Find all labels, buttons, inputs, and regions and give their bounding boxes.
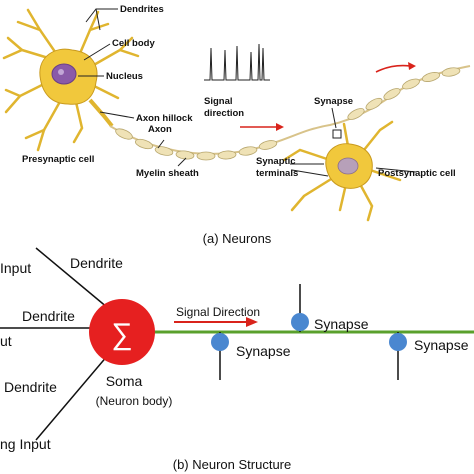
label-axon: Axon <box>148 124 172 135</box>
action-potential-trace <box>204 43 270 81</box>
label-nucleus: Nucleus <box>106 71 143 82</box>
myelin-sheath <box>115 67 461 161</box>
soma-label: Soma <box>106 373 143 389</box>
input-label-middle: ut <box>0 333 12 349</box>
label-direction: direction <box>204 108 244 119</box>
synapse-dot-3 <box>389 333 407 351</box>
dendrite-label-middle: Dendrite <box>22 308 75 324</box>
dendrite-label-bottom: Dendrite <box>4 379 57 395</box>
soma-sublabel: (Neuron body) <box>96 394 173 408</box>
signal-direction-arrow-top <box>240 123 284 131</box>
presynaptic-dendrites <box>2 8 140 152</box>
label-leader-lines <box>78 8 417 177</box>
label-axon-hillock: Axon hillock <box>136 113 193 124</box>
input-label-top: Input <box>0 260 31 276</box>
label-myelin-sheath: Myelin sheath <box>136 168 199 179</box>
summation-symbol: ∑ <box>111 318 132 351</box>
nucleolus <box>58 69 64 75</box>
label-dendrites: Dendrites <box>120 4 164 15</box>
synapse-label-1: Synapse <box>314 316 369 332</box>
label-synapse-top: Synapse <box>314 96 353 107</box>
label-presynaptic-cell: Presynaptic cell <box>22 154 94 165</box>
synapse-dot-1 <box>291 313 309 331</box>
label-signal: Signal <box>204 96 233 107</box>
axon-hillock <box>88 98 114 128</box>
dendrite-label-top: Dendrite <box>70 255 123 271</box>
label-cell-body: Cell body <box>112 38 155 49</box>
synapse-highlight-box <box>332 129 342 139</box>
soma-circle <box>89 299 155 365</box>
synapse-label-2: Synapse <box>236 343 291 359</box>
neuron-structure-diagram: ∑ Input ut ng Input Dendrite Dendrite De… <box>0 247 474 472</box>
biological-neuron-illustration: Dendrites Cell body Nucleus Axon hillock… <box>2 4 471 246</box>
postsynaptic-nucleus <box>337 157 359 175</box>
synapse-dot-2 <box>211 333 229 351</box>
input-label-bottom: ng Input <box>0 436 51 452</box>
signal-direction-arrow-upper-right <box>375 62 416 73</box>
signal-direction-label: Signal Direction <box>176 305 260 319</box>
dendrite-lines <box>0 247 109 441</box>
synapse-label-3: Synapse <box>414 337 469 353</box>
presynaptic-nucleus <box>51 63 77 85</box>
postsynaptic-dendrites <box>282 120 402 222</box>
label-synaptic: Synaptic <box>256 156 296 167</box>
caption-neuron-structure: (b) Neuron Structure <box>173 457 292 472</box>
caption-neurons: (a) Neurons <box>203 231 272 246</box>
label-postsynaptic-cell: Postsynaptic cell <box>378 168 456 179</box>
signal-direction-arrow <box>174 317 258 327</box>
label-terminals: terminals <box>256 168 298 179</box>
